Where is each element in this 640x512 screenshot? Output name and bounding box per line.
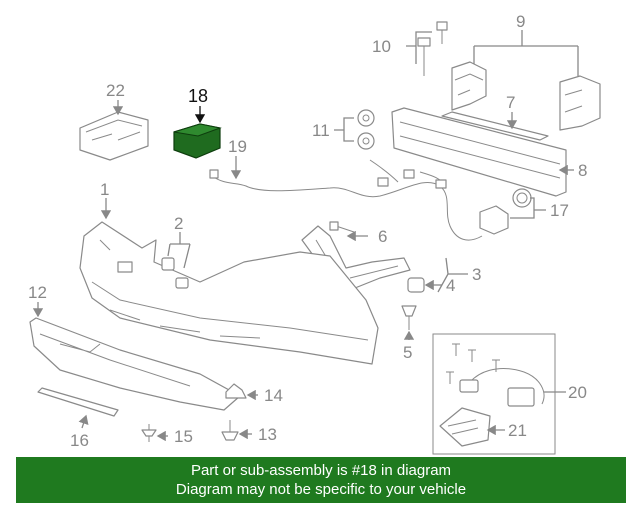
part-16-molding [37,387,119,417]
callout-5: 5 [403,343,412,362]
callout-8: 8 [578,161,587,180]
part-15-push-pin [141,424,157,442]
callout-1: 1 [100,180,109,199]
callout-labels: 1 2 3 4 5 6 7 8 9 10 11 12 13 14 15 16 1… [28,12,587,450]
callout-16: 16 [70,431,89,450]
callout-21: 21 [508,421,527,440]
callout-14: 14 [264,386,283,405]
part-20-inset-box [432,333,556,455]
callout-19: 19 [228,137,247,156]
part-13-screw [221,420,239,441]
part-5-screw [401,305,417,330]
part-9-brackets [451,61,601,131]
callout-2: 2 [174,214,183,233]
part-11-nuts [357,109,375,150]
banner-line-2: Diagram may not be specific to your vehi… [175,481,467,498]
part-4-nut [407,277,425,293]
part-2-clips [161,257,189,289]
part-14-retainer [225,383,247,399]
callout-3: 3 [472,265,481,284]
info-banner: Part or sub-assembly is #18 in diagram D… [16,457,626,503]
part-22-module [79,111,149,161]
callout-7: 7 [506,93,515,112]
callout-9: 9 [516,12,525,31]
callout-10: 10 [372,37,391,56]
part-8-impact-bar [391,107,567,197]
part-19-wiring-harness [209,159,483,241]
callout-13: 13 [258,425,277,444]
callout-11: 11 [312,121,330,140]
banner-line-1: Part or sub-assembly is #18 in diagram [190,462,452,479]
callout-22: 22 [106,81,125,100]
callout-12: 12 [28,283,47,302]
part-12-lower-fascia [29,317,241,411]
part-18-module-highlighted [173,123,222,159]
part-10-bolts [417,21,448,76]
callout-18: 18 [188,86,208,106]
part-6-bolt [329,221,355,233]
part-17-sensor [479,188,532,235]
part-21-handle [439,407,491,447]
callout-6: 6 [378,227,387,246]
callout-4: 4 [446,276,455,295]
leader-lines [32,30,579,442]
callout-20: 20 [568,383,587,402]
callout-17: 17 [550,201,569,220]
callout-15: 15 [174,427,193,446]
part-1-bumper-cover [79,221,379,365]
